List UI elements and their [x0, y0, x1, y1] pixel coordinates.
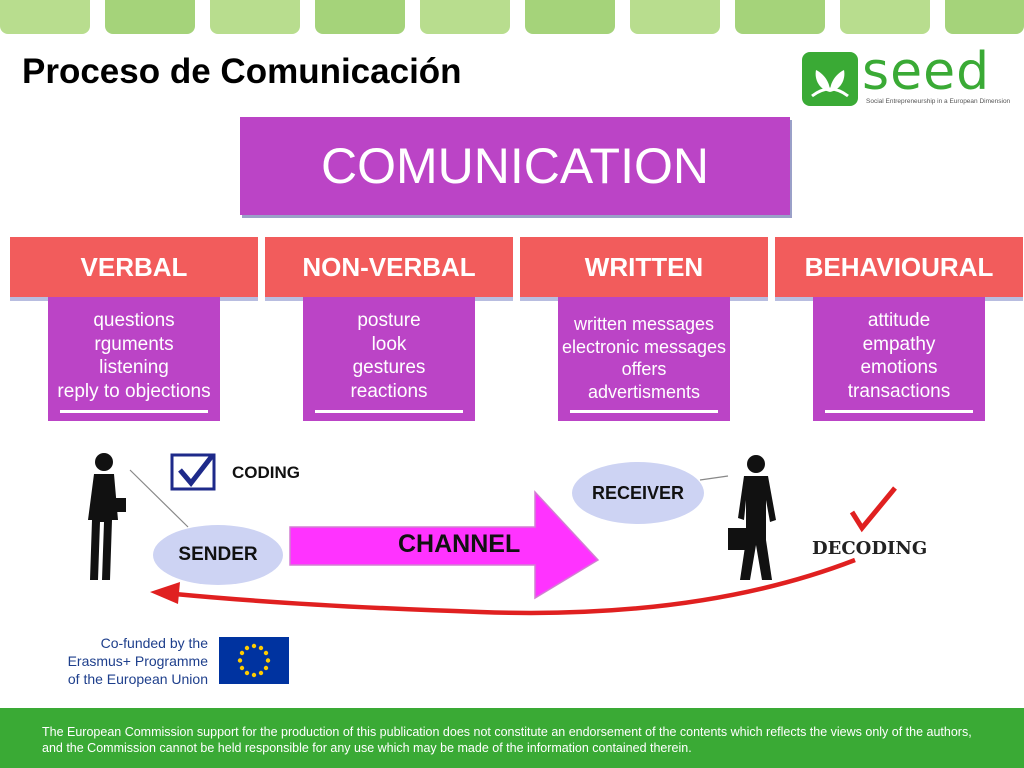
top-tab — [210, 0, 300, 34]
category-verbal: VERBAL — [10, 237, 258, 297]
list-item: questions — [93, 310, 175, 331]
list-item: attitude — [867, 310, 931, 331]
top-tab — [525, 0, 615, 34]
top-tab — [420, 0, 510, 34]
divider — [60, 410, 208, 413]
list-item: reply to objections — [57, 380, 211, 402]
divider — [570, 410, 718, 413]
seed-logo-tagline: Social Entrepreneurship in a European Di… — [866, 98, 1011, 105]
category-verbal-items: questions rguments listening reply to ob… — [48, 297, 220, 421]
main-title-box: COMUNICATION — [240, 117, 790, 215]
receiver-pointer-line — [699, 475, 729, 481]
list-item: look — [371, 333, 407, 355]
return-arrow — [174, 557, 856, 616]
category-behavioural-items: attitude empathy emotions transactions — [813, 297, 985, 421]
list-item: written messages — [573, 314, 715, 334]
top-tab — [735, 0, 825, 34]
footer-bar: The European Commission support for the … — [0, 708, 1024, 768]
category-written-items: written messages electronic messages off… — [558, 297, 730, 421]
cofunding-line-3: of the European Union — [67, 671, 208, 687]
list-item: listening — [99, 357, 169, 378]
list-item: transactions — [847, 380, 951, 402]
top-tab — [315, 0, 405, 34]
receiver-person-icon — [728, 455, 776, 580]
footer-disclaimer: The European Commission support for the … — [42, 725, 972, 755]
list-item: emotions — [860, 357, 938, 378]
seed-logo-icon — [802, 52, 858, 106]
sender-ellipse: SENDER — [153, 525, 283, 585]
checkmark-icon — [849, 486, 897, 533]
category-behavioural: BEHAVIOURAL — [775, 237, 1023, 297]
return-arrow-head — [150, 582, 180, 604]
receiver-ellipse: RECEIVER — [572, 462, 704, 524]
list-item: gestures — [352, 357, 426, 378]
sender-pointer-line — [129, 469, 189, 528]
list-item: rguments — [94, 333, 174, 355]
sender-person-icon — [88, 453, 126, 580]
checkbox-icon — [170, 453, 216, 491]
list-item: posture — [357, 310, 421, 331]
seed-logo-word: seed — [862, 42, 991, 102]
divider — [315, 410, 463, 413]
page-title: Proceso de Comunicación — [22, 52, 462, 91]
cofunding-text: Co-funded by the Erasmus+ Programme of t… — [50, 634, 208, 688]
cofunding-line-2: Erasmus+ Programme — [67, 653, 208, 669]
category-written: WRITTEN — [520, 237, 768, 297]
list-item: advertisments — [587, 381, 701, 402]
decoding-label: DECODING — [812, 538, 928, 559]
seed-logo: seed Social Entrepreneurship in a Europe… — [802, 42, 1010, 110]
coding-label: CODING — [232, 463, 300, 482]
top-tab — [630, 0, 720, 34]
list-item: offers — [621, 359, 667, 379]
eu-flag-icon — [219, 637, 289, 684]
category-non-verbal: NON-VERBAL — [265, 237, 513, 297]
category-non-verbal-items: posture look gestures reactions — [303, 297, 475, 421]
list-item: empathy — [862, 333, 936, 355]
channel-arrow — [289, 490, 600, 600]
top-tab — [105, 0, 195, 34]
top-tab — [0, 0, 90, 34]
channel-label: CHANNEL — [398, 530, 521, 558]
list-item: reactions — [350, 380, 428, 402]
top-tab — [945, 0, 1024, 34]
list-item: electronic messages — [561, 336, 727, 357]
divider — [825, 410, 973, 413]
cofunding-line-1: Co-funded by the — [100, 635, 208, 651]
top-tab — [840, 0, 930, 34]
